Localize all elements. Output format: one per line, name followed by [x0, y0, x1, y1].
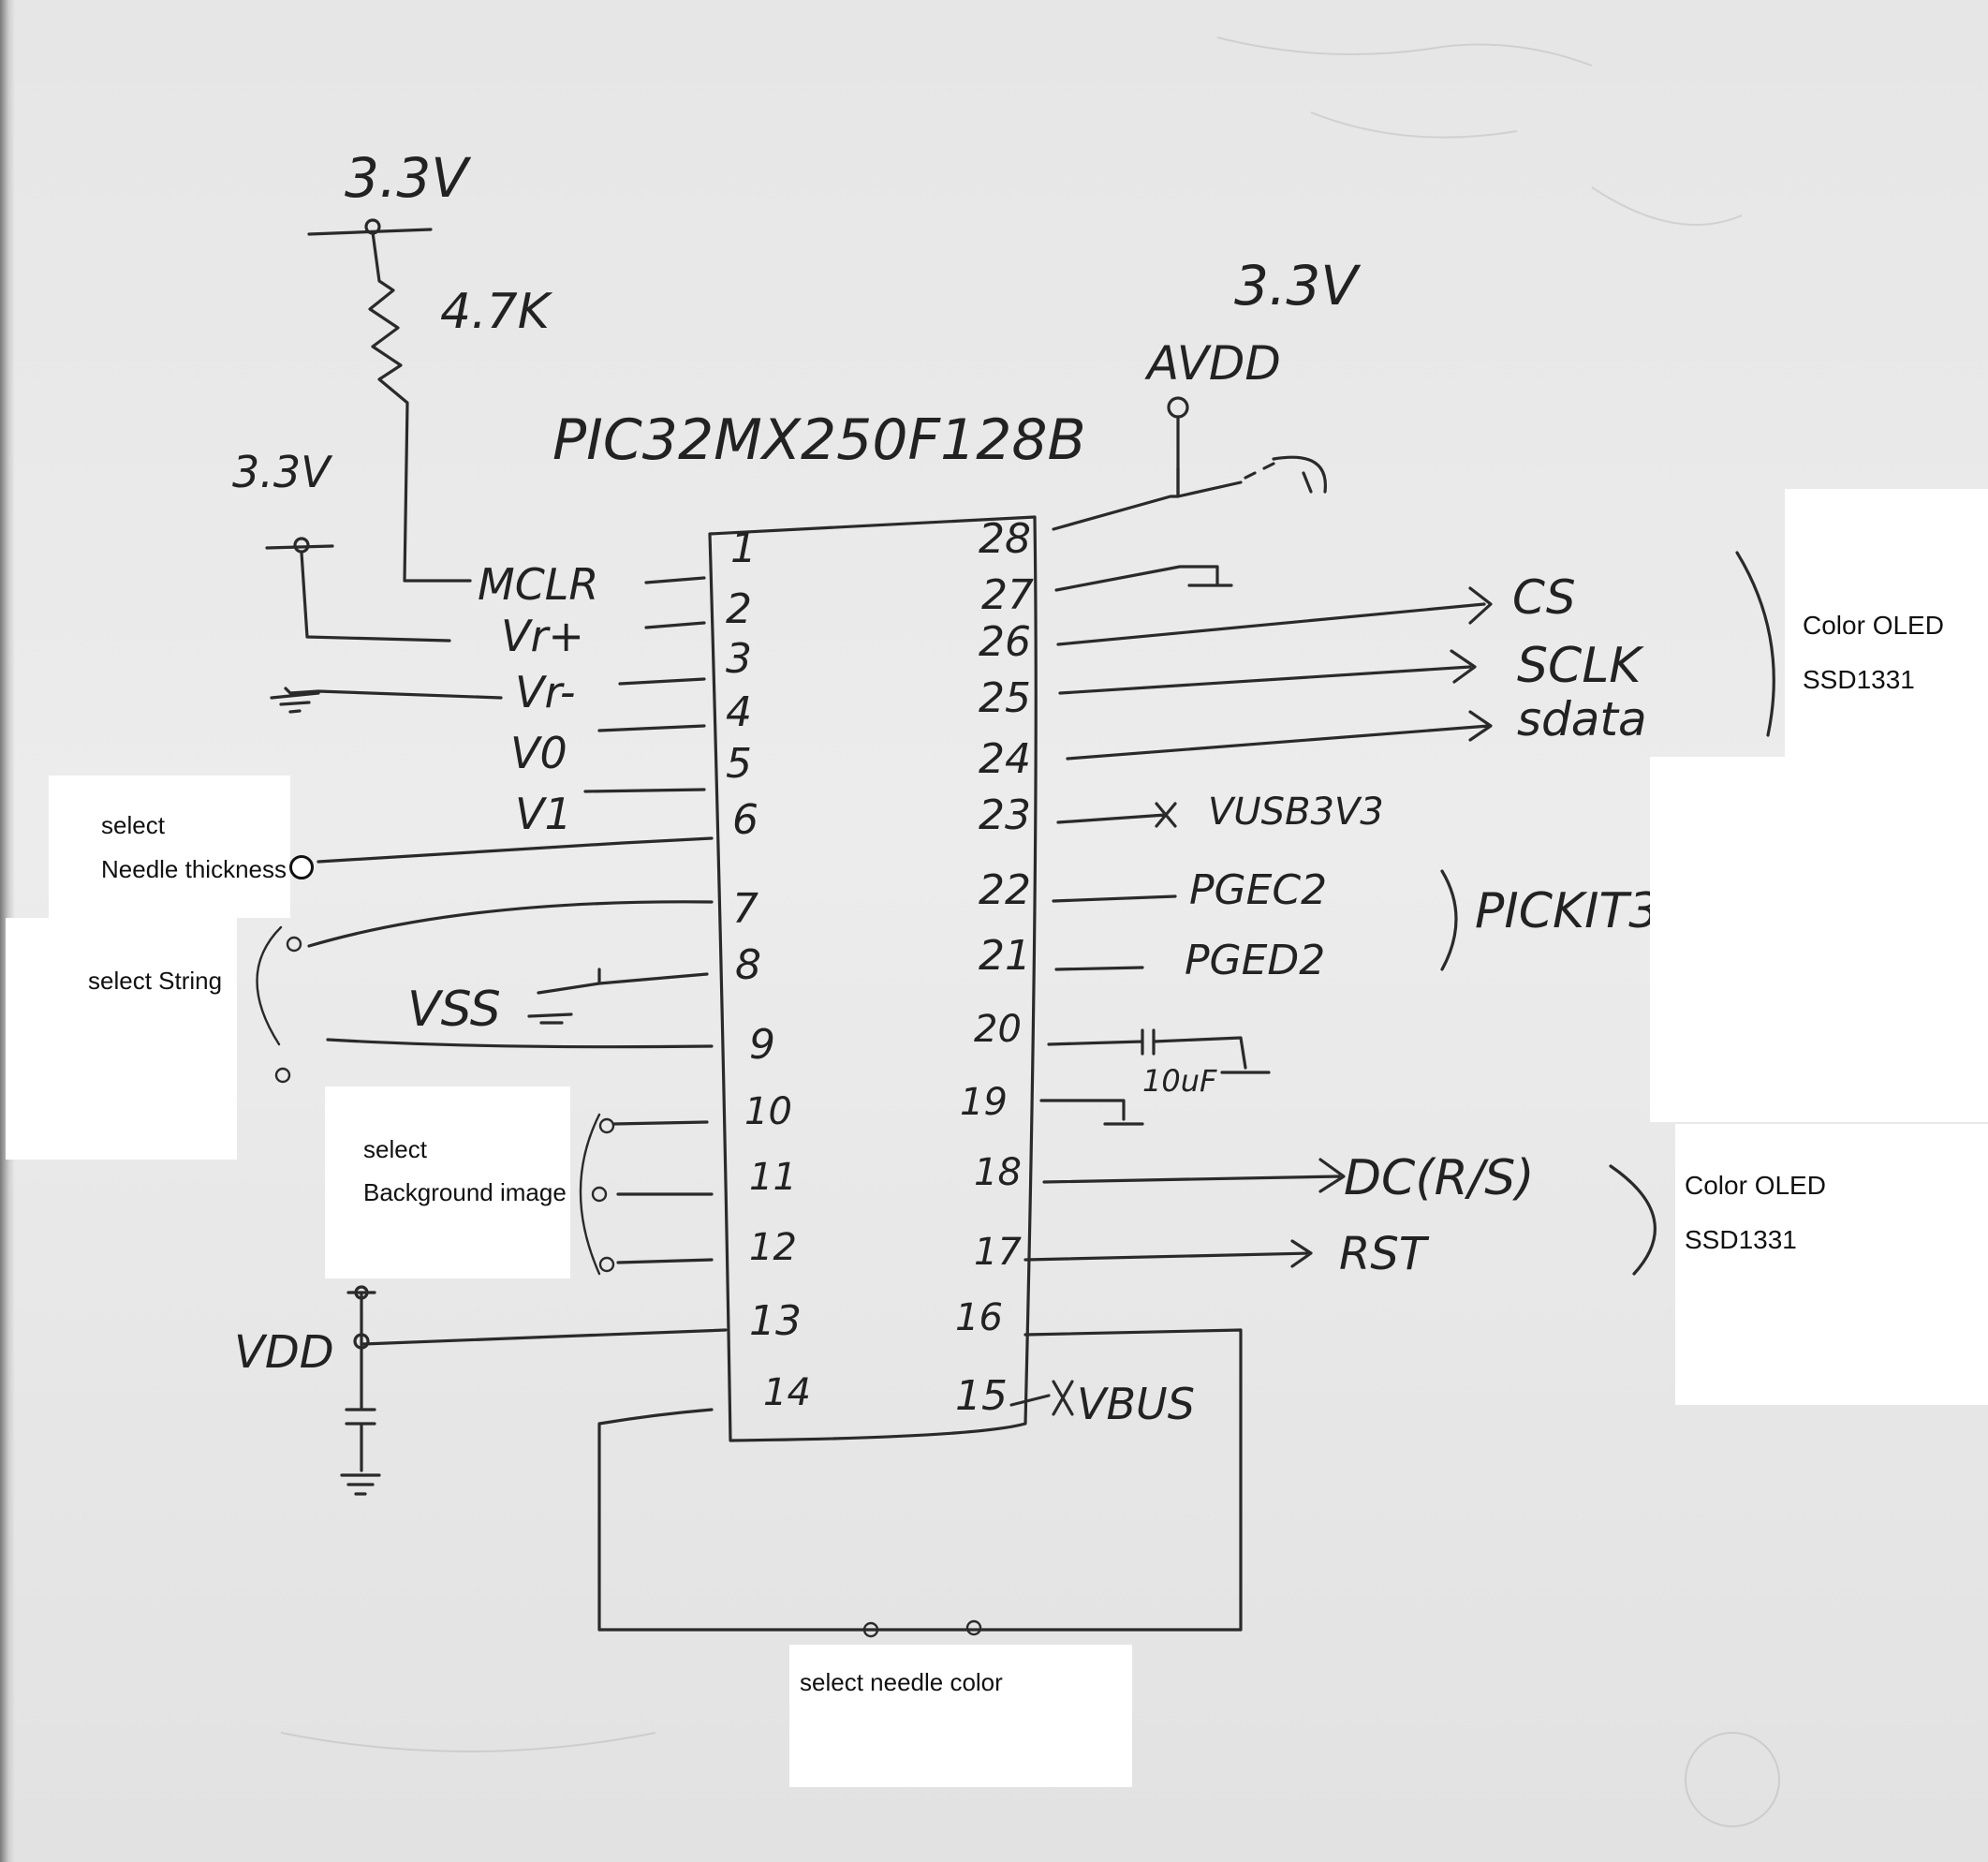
pin-num-21: 21	[979, 932, 1031, 980]
supply-label-left-mid: 3.3V	[232, 447, 333, 497]
pin-num-22: 22	[979, 866, 1031, 914]
note-needle-color-line1: select needle color	[800, 1668, 1003, 1696]
note-oled-bottom: Color OLED SSD1331	[1675, 1124, 1988, 1405]
signal-rst: RST	[1339, 1228, 1430, 1280]
pin-num-23: 23	[979, 791, 1031, 839]
resistor-label: 4.7K	[440, 284, 553, 340]
pin-num-3: 3	[726, 635, 752, 683]
pin-num-9: 9	[749, 1021, 775, 1069]
note-needle-thickness-line1: select	[101, 811, 165, 839]
note-background-line1: select	[363, 1135, 427, 1163]
pin-num-2: 2	[726, 585, 752, 633]
pin-num-6: 6	[732, 796, 758, 844]
pin-num-19: 19	[960, 1081, 1008, 1124]
note-needle-thickness-line2: Needle thickness	[101, 855, 287, 883]
pin-num-8: 8	[735, 941, 761, 989]
note-background-line2: Background image	[363, 1178, 567, 1206]
note-string: select String	[6, 918, 237, 1160]
chip-body	[708, 515, 1038, 1442]
supply-label-top-right: 3.3V	[1234, 254, 1362, 318]
pin-num-5: 5	[726, 740, 752, 788]
pin-num-24: 24	[979, 735, 1031, 783]
signal-vusb3v3: VUSB3V3	[1208, 791, 1384, 834]
pin-num-12: 12	[749, 1226, 797, 1269]
pin-num-14: 14	[763, 1371, 811, 1414]
pin-num-4: 4	[726, 688, 752, 736]
signal-mclr: MCLR	[478, 559, 598, 610]
signal-pged2: PGED2	[1185, 937, 1325, 984]
pin-num-10: 10	[744, 1090, 792, 1133]
note-oled-top-line2: SSD1331	[1803, 665, 1915, 694]
note-oled-bottom-line2: SSD1331	[1685, 1225, 1797, 1254]
pin-num-26: 26	[979, 618, 1031, 666]
note-string-line1: select String	[88, 967, 223, 995]
signal-dc-rs: DC(R/S)	[1344, 1150, 1535, 1206]
resistor-4k7	[368, 230, 472, 583]
pin-num-28: 28	[979, 515, 1031, 563]
pin-num-1: 1	[730, 525, 757, 572]
pin-num-15: 15	[955, 1372, 1008, 1420]
note-needle-thickness: select Needle thickness	[49, 776, 290, 918]
chip-name: PIC32MX250F128B	[552, 407, 1086, 473]
pin-num-20: 20	[974, 1008, 1022, 1051]
supply-label-vss: VSS	[407, 982, 501, 1038]
pin-num-11: 11	[749, 1156, 797, 1199]
signal-v1: V1	[515, 789, 572, 839]
pin-num-13: 13	[749, 1297, 802, 1345]
signal-v0: V0	[510, 728, 567, 778]
signal-sdata: sdata	[1517, 692, 1647, 746]
pin-num-25: 25	[979, 674, 1031, 722]
note-oled-top: Color OLED SSD1331	[1785, 489, 1988, 757]
pin-num-17: 17	[974, 1231, 1022, 1274]
note-background-image: select Background image	[325, 1086, 570, 1278]
signal-vr-minus: Vr-	[515, 667, 575, 717]
supply-label-avdd: AVDD	[1144, 336, 1281, 391]
note-needle-color: select needle color	[789, 1645, 1132, 1787]
signal-vr-plus: Vr+	[501, 611, 584, 661]
signal-vbus: VBUS	[1077, 1379, 1195, 1429]
pin-num-7: 7	[732, 885, 758, 933]
note-oled-bottom-line1: Color OLED	[1685, 1171, 1826, 1200]
switch-contact-icon	[289, 855, 314, 879]
supply-label-top-left: 3.3V	[345, 146, 472, 210]
signal-10uf: 10uF	[1142, 1063, 1217, 1099]
signal-pgec2: PGEC2	[1189, 866, 1327, 914]
pin-num-16: 16	[955, 1296, 1003, 1339]
pin-num-27: 27	[981, 571, 1034, 619]
note-oled-top-line1: Color OLED	[1803, 611, 1944, 640]
supply-label-vdd: VDD	[234, 1326, 334, 1379]
signal-cs: CS	[1512, 570, 1576, 625]
note-oled-top-ext	[1650, 757, 1988, 1122]
signal-sclk: SCLK	[1517, 638, 1644, 694]
pin-num-18: 18	[974, 1151, 1022, 1194]
signal-pickit3: PICKIT3	[1475, 883, 1659, 939]
